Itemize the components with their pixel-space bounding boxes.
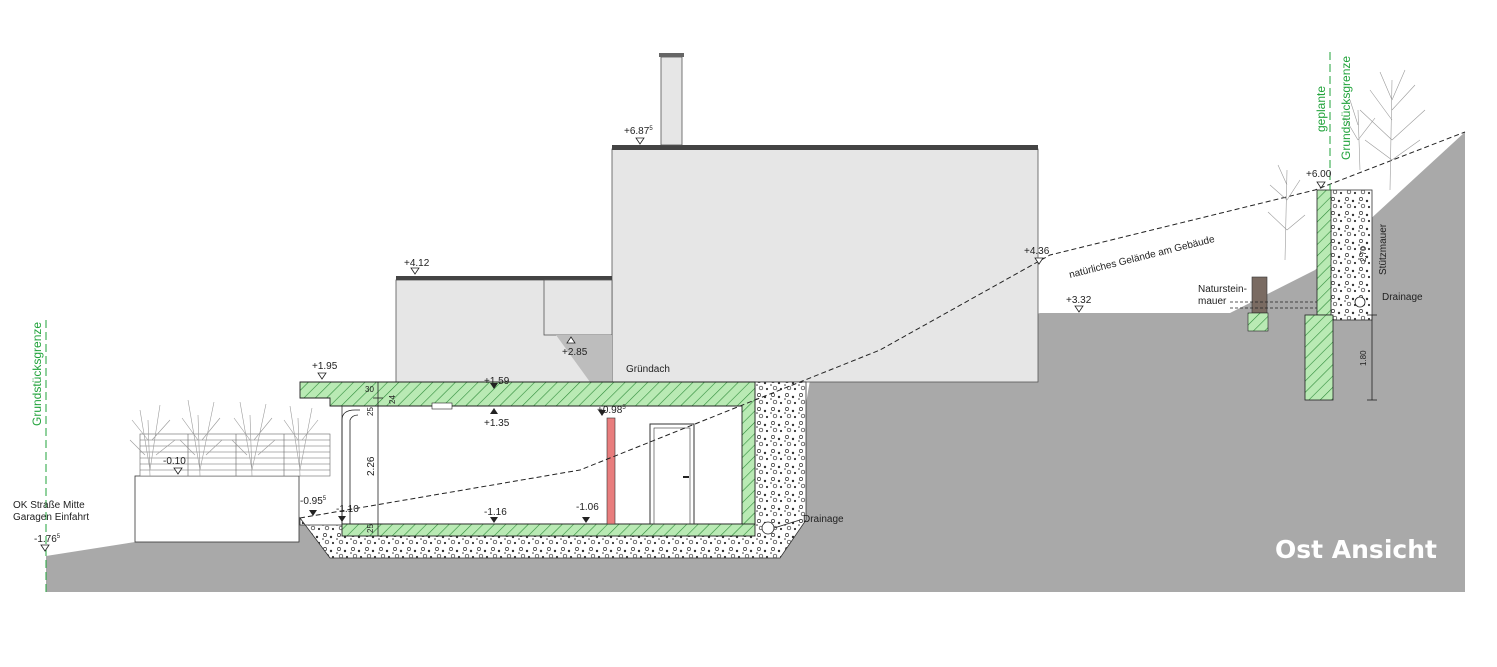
street-label-2: Garagen Einfahrt (13, 512, 89, 523)
lower-roof-edge (396, 276, 612, 280)
level-285: +2.85 (562, 347, 588, 358)
stone-wall-label-1: Naturstein- (1198, 284, 1247, 295)
door (649, 423, 695, 525)
level-436: +4.36 (1024, 246, 1050, 257)
retaining-wall-label: Stützmauer (1378, 223, 1389, 275)
fence (139, 433, 331, 477)
retaining-wall-gravel (1329, 189, 1373, 321)
upper-roof-edge (612, 145, 1038, 150)
retaining-wall-footing (1304, 314, 1334, 401)
drainage-pipe-left (761, 521, 775, 535)
drainage-pipe-right (1354, 296, 1366, 308)
upper-building-facade (611, 148, 1039, 383)
property-line-right-label-1: geplante (1314, 86, 1328, 132)
level-m010: -0.10 (163, 456, 186, 467)
dim-226: 2.26 (366, 456, 377, 476)
natural-terrain-line (299, 131, 1466, 519)
stone-wall-label-2: mauer (1198, 296, 1227, 307)
property-line-right-label-2: Grundstücksgrenze (1339, 56, 1353, 160)
natural-stone-wall (1251, 276, 1268, 314)
level-159: +1.59 (484, 376, 510, 387)
level-135: +1.35 (484, 418, 510, 429)
floor-slab (341, 523, 756, 537)
drainage-label-right: Drainage (1382, 292, 1423, 303)
street-label-1: OK Straße Mitte (13, 500, 85, 511)
dim-25b: 25 (366, 524, 375, 533)
dim-25a: 25 (366, 407, 375, 416)
drainage-label-left: Drainage (803, 514, 844, 525)
terrain-label: natürliches Gelände am Gebäude (1068, 234, 1216, 281)
level-098: +0.985 (597, 405, 626, 416)
level-687: +6.875 (624, 126, 653, 137)
green-roof-slab (299, 381, 756, 526)
shrubs-left (129, 399, 319, 477)
level-m095: -0.955 (300, 496, 327, 507)
level-332: +3.32 (1066, 295, 1092, 306)
level-m110: -1.10 (336, 504, 359, 515)
trees-right (1267, 69, 1426, 261)
level-m176: -1.765 (34, 534, 61, 545)
property-line-left-label: Grundstücksgrenze (30, 322, 44, 426)
retaining-wall (1316, 189, 1332, 316)
recess (543, 279, 613, 336)
garden-wall (134, 475, 300, 543)
green-roof-label: Gründach (626, 364, 670, 375)
drawing-title: Ost Ansicht (1275, 535, 1437, 564)
level-m106: -1.06 (576, 502, 599, 513)
red-wall (606, 417, 616, 525)
ground-terrain (46, 132, 1465, 592)
level-markers (40, 137, 1326, 552)
dim-30: 30 (365, 385, 374, 394)
chimney (660, 56, 683, 146)
level-600: +6.00 (1306, 169, 1332, 180)
level-195: +1.95 (312, 361, 338, 372)
level-m116: -1.16 (484, 507, 507, 518)
dim-24: 24 (388, 395, 397, 404)
level-412: +4.12 (404, 258, 430, 269)
dim-180: 1.80 (1359, 350, 1368, 366)
dim-270: 2.70 (1359, 246, 1368, 262)
